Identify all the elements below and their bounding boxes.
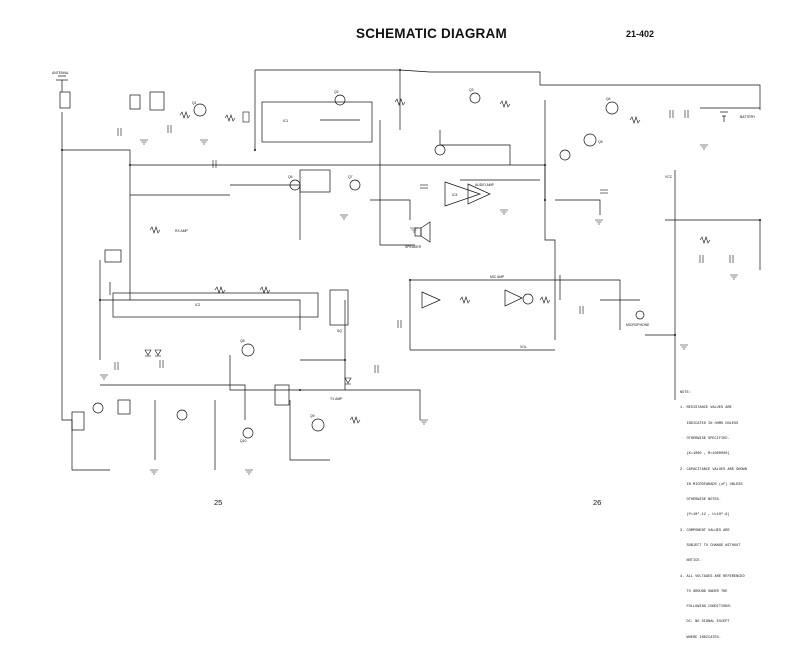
note-line: IN MICROFARADS (uF) UNLESS <box>680 482 743 487</box>
note-line: 3. COMPONENT VALUES ARE <box>680 528 730 533</box>
microphone-label: MICROPHONE <box>626 323 650 327</box>
page-number-right: 26 <box>593 498 602 507</box>
q8-label: Q8 <box>240 339 245 343</box>
note-line: INDICATED IN OHMS UNLESS <box>680 421 739 426</box>
page-title: SCHEMATIC DIAGRAM <box>356 26 507 41</box>
q3-label: Q3 <box>469 88 474 92</box>
note-line: NOTICE. <box>680 559 702 564</box>
q2-label: Q2 <box>334 90 339 94</box>
notes-block: NOTE: 1. RESISTANCE VALUES ARE INDICATED… <box>680 381 747 646</box>
q9-label: Q9 <box>310 414 315 418</box>
note-line: NOTE: <box>680 391 691 396</box>
rx-amp-label: RX AMP <box>175 229 189 233</box>
battery-label: BATTERY <box>740 115 756 119</box>
note-line: 4. ALL VOLTAGES ARE REFERENCED <box>680 574 745 579</box>
schematic-diagram: ANTENNA SPEAKER MICROPHONE BATTERY RX AM… <box>52 69 761 475</box>
note-line: (K=1000 , M=1000000) <box>680 452 730 457</box>
note-line: SUBJECT TO CHANGE WITHOUT <box>680 544 741 548</box>
ic1-label: IC1 <box>283 119 288 123</box>
page-number-left: 25 <box>214 498 223 507</box>
note-line: DC: NO SIGNAL EXCEPT <box>680 620 730 625</box>
tx-amp-label: TX AMP <box>330 397 343 401</box>
note-line: (P=10^-12 , U=10^-6) <box>680 513 730 518</box>
vol-label: VOL <box>520 345 527 349</box>
note-line: 2. CAPACITANCE VALUES ARE SHOWN <box>680 467 747 472</box>
ic2-label: IC2 <box>195 303 200 307</box>
mic-amp-label: MIC AMP <box>490 275 505 279</box>
q5-label: Q5 <box>598 140 603 144</box>
document-code: 21-402 <box>626 29 655 39</box>
note-line: OTHERWISE SPECIFIED. <box>680 437 730 442</box>
q7-label: Q7 <box>348 175 353 179</box>
sq-label: SQ <box>337 329 342 333</box>
note-line: 1. RESISTANCE VALUES ARE <box>680 406 732 411</box>
note-line: FOLLOWING CONDITIONS: <box>680 605 732 610</box>
q4-label: Q4 <box>606 97 611 101</box>
ic3-label: IC3 <box>452 193 457 197</box>
q10-label: Q10 <box>240 439 247 443</box>
speaker-label: SPEAKER <box>405 245 422 249</box>
note-line: TO GROUND UNDER THE <box>680 589 728 594</box>
audio-amp-label: AUDIO AMP <box>475 183 495 187</box>
antenna-label: ANTENNA <box>52 71 69 75</box>
vcc-label: VCC <box>665 175 673 179</box>
q6-label: Q6 <box>288 175 293 179</box>
note-line: WHERE INDICATED. <box>680 635 721 640</box>
note-line: OTHERWISE NOTED. <box>680 498 721 503</box>
q1-label: Q1 <box>192 101 197 105</box>
